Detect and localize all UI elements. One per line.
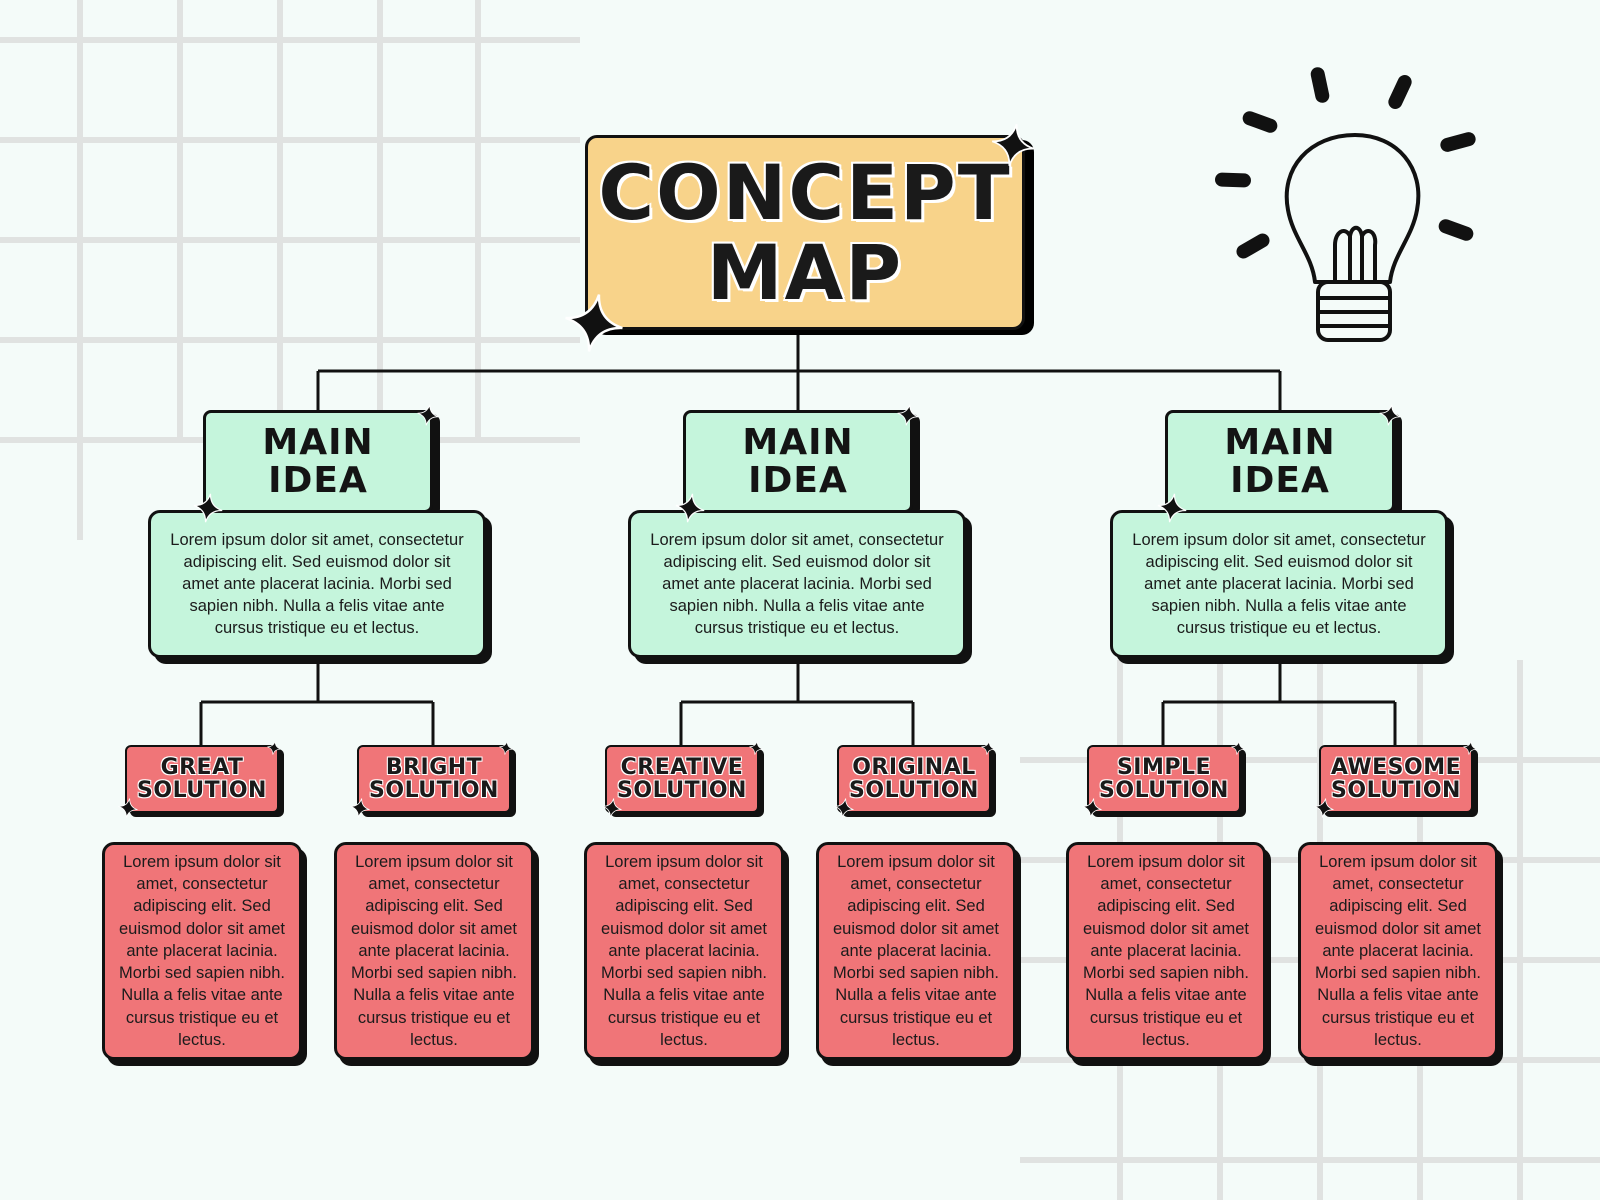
- solution-label-line-1: BRIGHT: [385, 755, 483, 780]
- main-idea-description: Lorem ipsum dolor sit amet, consectetur …: [628, 510, 966, 658]
- sparkle-icon: [1157, 493, 1187, 523]
- solution-label-original: ORIGINAL SOLUTION: [837, 745, 991, 813]
- sparkle-icon: [193, 493, 223, 523]
- sparkle-icon: [1082, 798, 1102, 818]
- sparkle-icon: [981, 741, 995, 755]
- solution-description-awesome: Lorem ipsum dolor sit amet, consectetur …: [1298, 842, 1498, 1060]
- solution-label-line-1: AWESOME: [1330, 755, 1462, 780]
- title-line-1: CONCEPT: [598, 147, 1012, 237]
- sparkle-icon: [675, 493, 705, 523]
- connector-lines: [199, 333, 1397, 746]
- main-idea-label: MAIN IDEA: [683, 410, 913, 513]
- solution-description-great: Lorem ipsum dolor sit amet, consectetur …: [102, 842, 302, 1060]
- solution-label-line-1: SIMPLE: [1116, 755, 1212, 780]
- solution-label-simple: SIMPLE SOLUTION: [1087, 745, 1241, 813]
- sparkle-icon: [417, 404, 439, 426]
- sparkle-icon: [834, 798, 854, 818]
- solution-label-line-2: SOLUTION: [849, 778, 979, 803]
- main-idea-description: Lorem ipsum dolor sit amet, consectetur …: [1110, 510, 1448, 658]
- main-idea-label-line-1: MAIN: [1224, 421, 1336, 463]
- solution-label-line-2: SOLUTION: [137, 778, 267, 803]
- solution-label-line-2: SOLUTION: [617, 778, 747, 803]
- solution-description-creative: Lorem ipsum dolor sit amet, consectetur …: [584, 842, 784, 1060]
- sparkle-icon: [991, 123, 1035, 167]
- sparkle-icon: [350, 798, 370, 818]
- title-box: CONCEPT MAP: [585, 135, 1025, 330]
- lightbulb-icon: [1215, 67, 1476, 342]
- solution-description-simple: Lorem ipsum dolor sit amet, consectetur …: [1066, 842, 1266, 1060]
- solution-label-creative: CREATIVE SOLUTION: [605, 745, 759, 813]
- sparkle-icon: [1231, 741, 1245, 755]
- sparkle-icon: [499, 741, 513, 755]
- sparkle-icon: [1379, 404, 1401, 426]
- main-idea-label-line-2: IDEA: [1230, 459, 1330, 501]
- sparkle-icon: [749, 741, 763, 755]
- grid-pattern-top-left: [0, 0, 580, 540]
- sparkle-icon: [897, 404, 919, 426]
- sparkle-icon: [565, 294, 623, 352]
- sparkle-icon: [118, 798, 138, 818]
- main-idea-description: Lorem ipsum dolor sit amet, consectetur …: [148, 510, 486, 658]
- solution-label-awesome: AWESOME SOLUTION: [1319, 745, 1473, 813]
- solution-label-line-2: SOLUTION: [1099, 778, 1229, 803]
- sparkle-icon: [1463, 741, 1477, 755]
- sparkle-icon: [602, 798, 622, 818]
- solution-label-great: GREAT SOLUTION: [125, 745, 279, 813]
- solution-label-line-1: GREAT: [160, 755, 244, 780]
- sparkle-icon: [1314, 798, 1334, 818]
- solution-description-bright: Lorem ipsum dolor sit amet, consectetur …: [334, 842, 534, 1060]
- solution-label-line-1: ORIGINAL: [852, 755, 976, 780]
- main-idea-label-line-1: MAIN: [262, 421, 374, 463]
- solution-label-bright: BRIGHT SOLUTION: [357, 745, 511, 813]
- main-idea-label-line-2: IDEA: [748, 459, 848, 501]
- main-idea-label: MAIN IDEA: [1165, 410, 1395, 513]
- sparkle-icon: [267, 741, 281, 755]
- solution-label-line-2: SOLUTION: [369, 778, 499, 803]
- title-line-2: MAP: [706, 227, 904, 317]
- main-idea-label: MAIN IDEA: [203, 410, 433, 513]
- solution-label-line-1: CREATIVE: [620, 755, 744, 780]
- main-idea-label-line-1: MAIN: [742, 421, 854, 463]
- solution-description-original: Lorem ipsum dolor sit amet, consectetur …: [816, 842, 1016, 1060]
- main-idea-label-line-2: IDEA: [268, 459, 368, 501]
- solution-label-line-2: SOLUTION: [1331, 778, 1461, 803]
